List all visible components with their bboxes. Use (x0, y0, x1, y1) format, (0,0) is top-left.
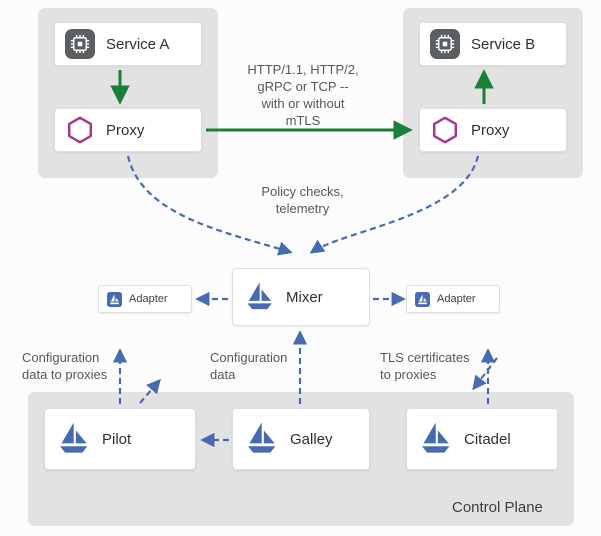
proxy-left-label: Proxy (106, 121, 145, 139)
service-a-node: Service A (54, 22, 202, 66)
cpu-icon (430, 29, 460, 59)
galley-label: Galley (290, 430, 333, 448)
proxy-right-node: Proxy (419, 108, 567, 152)
proxy-right-label: Proxy (471, 121, 510, 139)
istio-sail-icon (417, 421, 453, 457)
service-a-label: Service A (106, 35, 170, 53)
cpu-icon (65, 29, 95, 59)
envoy-hexagon-icon (430, 115, 460, 145)
adapter-sail-icon (107, 291, 122, 307)
mixer-label: Mixer (286, 288, 323, 306)
control-plane-label: Control Plane (452, 499, 543, 516)
config-data-to-proxies-label: Configuration data to proxies (22, 350, 108, 382)
service-b-node: Service B (419, 22, 567, 66)
istio-sail-icon (243, 421, 279, 457)
service-b-label: Service B (471, 35, 536, 53)
proxy-left-node: Proxy (54, 108, 202, 152)
policy-checks-label: Policy checks, telemetry (261, 184, 344, 216)
envoy-hexagon-icon (65, 115, 95, 145)
citadel-label: Citadel (464, 430, 511, 448)
galley-node: Galley (232, 408, 370, 470)
tls-certificates-label: TLS certificates to proxies (380, 350, 470, 382)
adapter-left-label: Adapter (129, 293, 168, 305)
mixer-node: Mixer (232, 268, 370, 326)
adapter-right-label: Adapter (437, 293, 476, 305)
citadel-node: Citadel (406, 408, 558, 470)
configuration-data-label: Configuration data (210, 350, 288, 382)
http-protocols-label: HTTP/1.1, HTTP/2, gRPC or TCP -- with or… (247, 62, 359, 128)
istio-sail-icon (55, 421, 91, 457)
pilot-label: Pilot (102, 430, 132, 448)
adapter-left-node: Adapter (98, 285, 192, 313)
istio-sail-icon (243, 281, 275, 313)
adapter-right-node: Adapter (406, 285, 500, 313)
adapter-sail-icon (415, 291, 430, 307)
pilot-node: Pilot (44, 408, 196, 470)
